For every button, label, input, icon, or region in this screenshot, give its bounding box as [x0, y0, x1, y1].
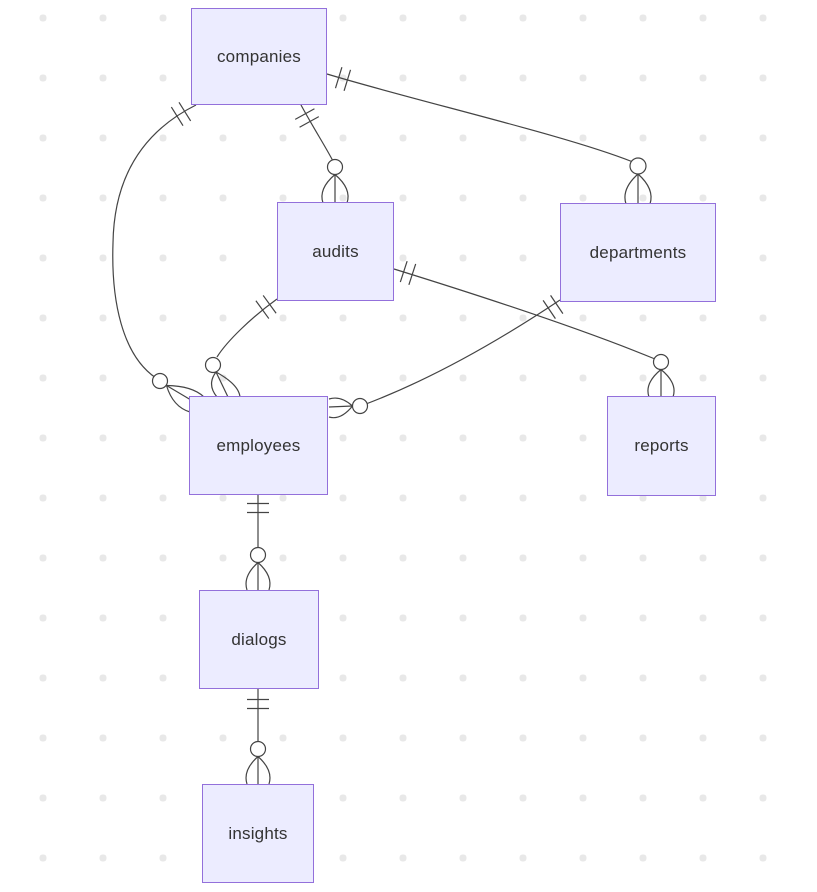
- entity-label: companies: [216, 46, 301, 66]
- relationship-companies-audits-one-marker: [299, 116, 320, 128]
- entity-label: employees: [216, 435, 301, 455]
- relationship-companies-departments-one-marker: [334, 66, 343, 89]
- relationship-audits-reports-crow-foot-prong: [660, 369, 675, 398]
- relationship-companies-departments-crow-foot-prong: [637, 173, 652, 205]
- relationship-dialogs-insights-crow-foot-prong: [257, 756, 271, 785]
- relationship-companies-departments-zero-circle: [629, 157, 647, 175]
- entity-audits: audits: [277, 202, 394, 301]
- relationship-companies-departments-line: [326, 73, 634, 163]
- relationship-departments-employees-crow-foot-prong: [328, 405, 353, 419]
- relationship-departments-employees-line: [365, 299, 561, 405]
- relationship-dialogs-insights-zero-circle: [249, 740, 267, 758]
- relationship-audits-employees-crow-foot-prong: [215, 371, 229, 398]
- relationship-companies-audits-line: [300, 104, 335, 164]
- relationship-employees-dialogs-zero-circle: [249, 546, 267, 564]
- entity-companies: companies: [191, 8, 327, 105]
- relationship-companies-audits-zero-circle: [326, 158, 344, 176]
- relationship-departments-employees-one-marker: [550, 295, 564, 314]
- relationship-audits-reports-one-marker: [408, 263, 417, 286]
- entity-label: audits: [312, 241, 359, 261]
- relationship-audits-reports-zero-circle: [652, 353, 670, 371]
- relationship-companies-audits-one-marker: [294, 108, 315, 120]
- entity-dialogs: dialogs: [199, 590, 319, 689]
- relationship-companies-employees-line: [112, 104, 197, 379]
- entity-label: dialogs: [231, 629, 287, 649]
- relationship-departments-employees-crow-foot-prong: [328, 405, 353, 408]
- relationship-audits-employees-crow-foot-prong: [215, 371, 241, 398]
- entity-reports: reports: [607, 396, 716, 496]
- entity-departments: departments: [560, 203, 716, 302]
- relationship-companies-audits-crow-foot-prong: [321, 174, 336, 204]
- relationship-audits-employees-crow-foot-prong: [210, 371, 218, 398]
- relationship-audits-employees-one-marker: [255, 300, 270, 319]
- relationship-employees-dialogs-crow-foot-prong: [245, 562, 259, 591]
- relationship-audits-reports-one-marker: [399, 260, 408, 283]
- relationship-companies-departments-one-marker: [343, 69, 352, 92]
- relationship-employees-dialogs-crow-foot-prong: [257, 562, 271, 591]
- relationship-companies-employees-one-marker: [178, 101, 192, 122]
- relationship-audits-reports-crow-foot-prong: [647, 369, 662, 398]
- entity-employees: employees: [189, 396, 328, 495]
- entity-label: reports: [634, 436, 689, 455]
- entity-insights: insights: [202, 784, 314, 883]
- relationship-audits-employees-zero-circle: [204, 356, 222, 374]
- relationship-companies-employees-crow-foot-prong: [166, 384, 205, 398]
- relationship-audits-employees-line: [216, 298, 278, 358]
- relationship-departments-employees-one-marker: [542, 300, 556, 319]
- relationship-audits-employees-one-marker: [262, 295, 277, 314]
- relationship-dialogs-insights-crow-foot-prong: [245, 756, 259, 785]
- relationship-audits-reports-line: [393, 268, 656, 360]
- relationship-companies-employees-crow-foot-prong: [165, 385, 191, 413]
- entity-label: departments: [589, 242, 687, 262]
- relationship-companies-departments-crow-foot-prong: [624, 173, 639, 205]
- relationship-departments-employees-zero-circle: [351, 397, 369, 415]
- entity-label: insights: [228, 823, 288, 843]
- relationship-companies-employees-one-marker: [170, 106, 184, 127]
- relationship-companies-audits-crow-foot-prong: [334, 174, 349, 204]
- relationship-companies-employees-zero-circle: [151, 372, 169, 390]
- relationship-departments-employees-crow-foot-prong: [328, 397, 353, 407]
